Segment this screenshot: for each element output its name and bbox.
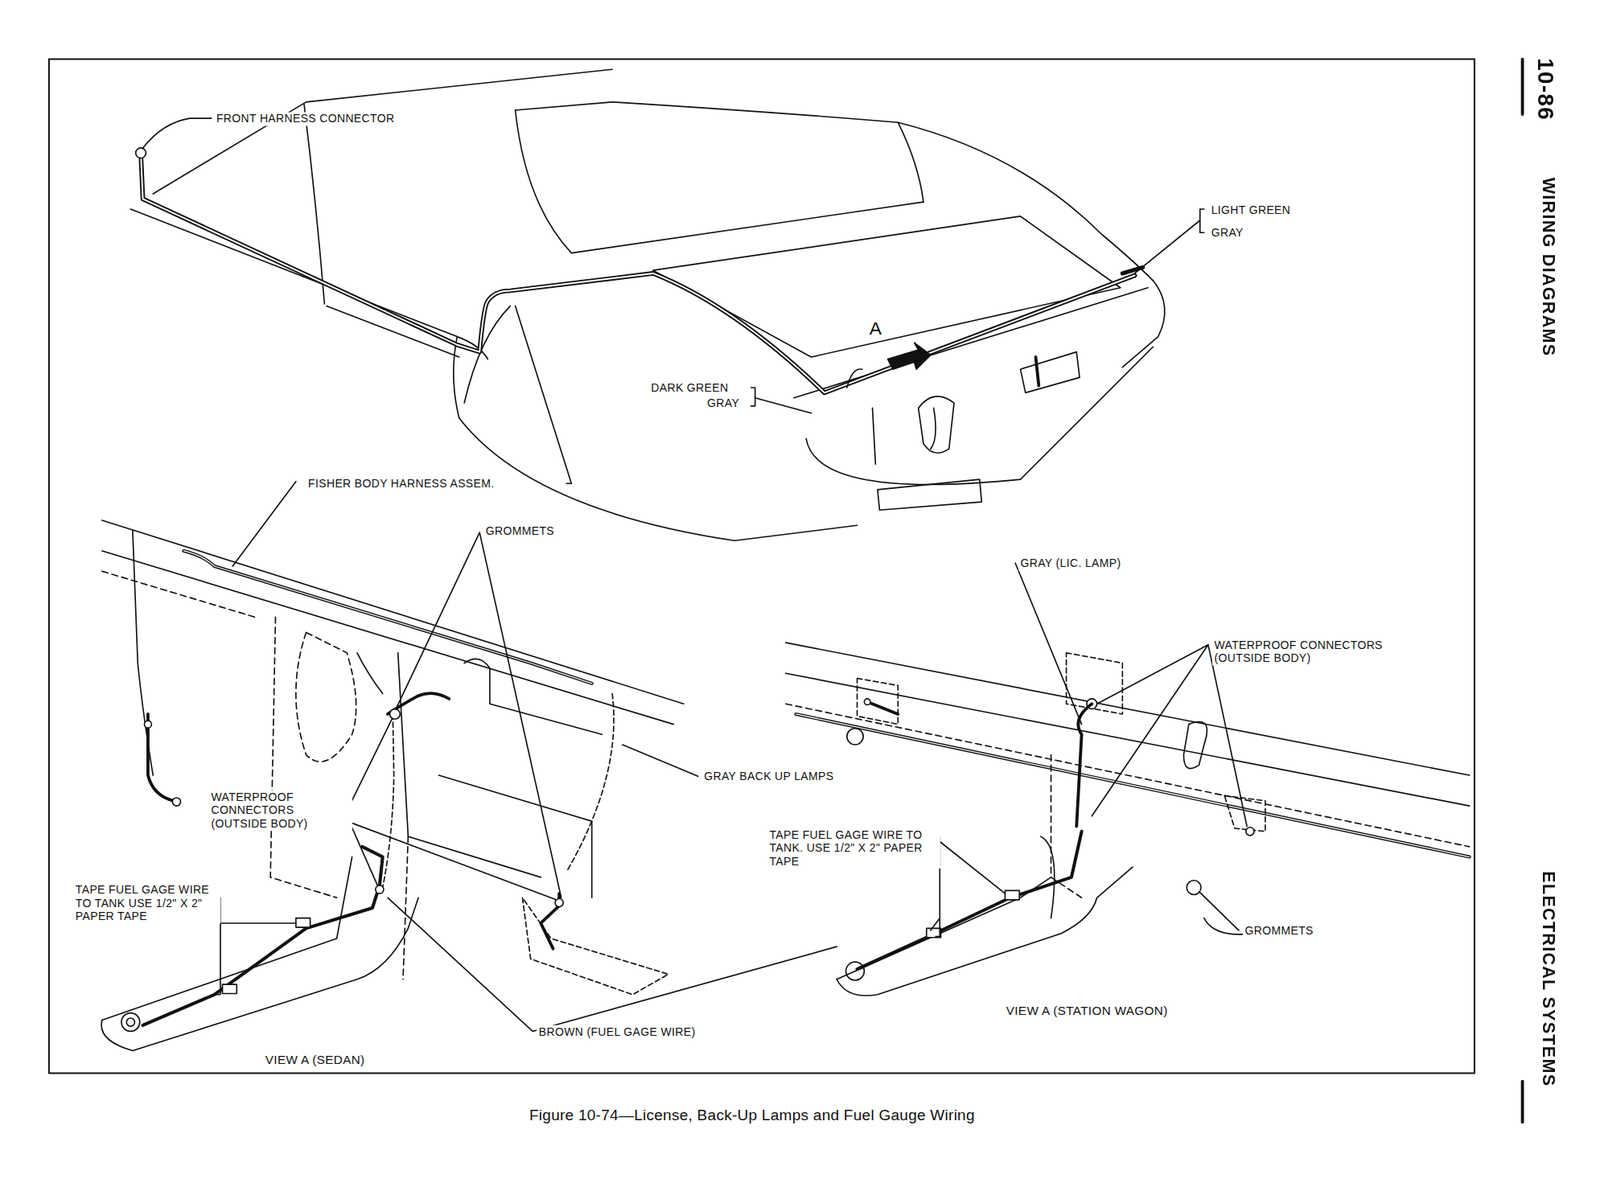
- part-label: TAPE FUEL GAGE WIRE TO TANK USE 1/2" X 2…: [73, 884, 221, 924]
- part-label: GRAY BACK UP LAMPS: [702, 770, 836, 784]
- part-label: A: [867, 318, 885, 341]
- part-label: FISHER BODY HARNESS ASSEM.: [306, 477, 497, 491]
- part-label: VIEW A (SEDAN): [263, 1052, 367, 1068]
- part-label: BROWN (FUEL GAGE WIRE): [536, 1025, 698, 1039]
- part-label: WATERPROOF CONNECTORS (OUTSIDE BODY): [209, 790, 353, 831]
- part-label: VIEW A (STATION WAGON): [1003, 1003, 1170, 1019]
- part-label: GROMMETS: [483, 524, 556, 538]
- part-label: LIGHT GREEN: [1209, 204, 1293, 218]
- figure-caption: Figure 10-74—License, Back-Up Lamps and …: [526, 1106, 977, 1125]
- part-label: FRONT HARNESS CONNECTOR: [213, 112, 397, 126]
- page-header: WIRING DIAGRAMS: [1538, 175, 1559, 359]
- page-header: 10-86: [1532, 56, 1559, 124]
- page-header: ELECTRICAL SYSTEMS: [1538, 869, 1559, 1090]
- part-label: TAPE FUEL GAGE WIRE TO TANK. USE 1/2" X …: [767, 828, 940, 868]
- part-label: GRAY (LIC. LAMP): [1018, 557, 1123, 571]
- part-label: WATERPROOF CONNECTORS (OUTSIDE BODY): [1212, 638, 1431, 666]
- part-label: GRAY: [1209, 226, 1246, 240]
- part-label: GROMMETS: [1242, 924, 1316, 938]
- part-label: GRAY: [705, 396, 742, 410]
- part-label: DARK GREEN: [649, 381, 731, 395]
